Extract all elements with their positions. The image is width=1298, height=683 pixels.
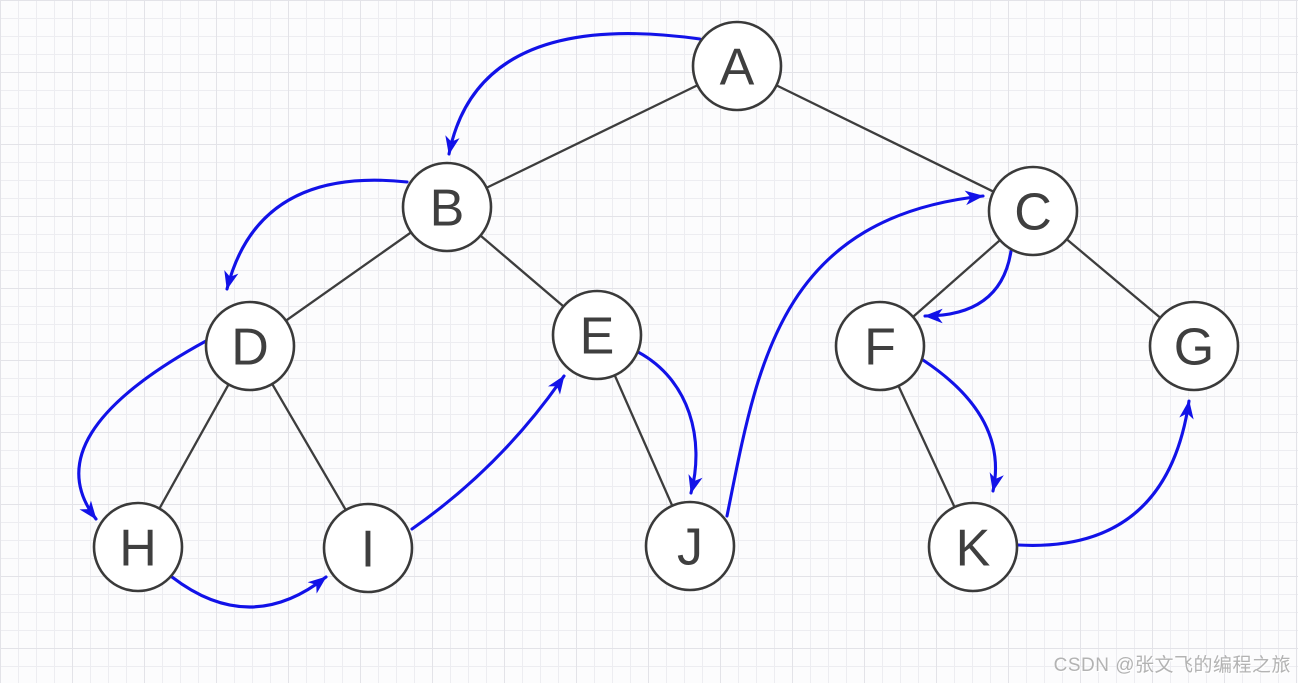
node-A-label: A bbox=[720, 39, 755, 97]
node-C-circle bbox=[987, 165, 1079, 257]
watermark: CSDN @张文飞的编程之旅 bbox=[1053, 655, 1291, 676]
node-G: G bbox=[1148, 300, 1240, 392]
edge-A-C bbox=[736, 64, 1034, 213]
node-B: B bbox=[401, 161, 493, 253]
edge-A-B bbox=[446, 64, 738, 209]
node-J-label: J bbox=[677, 519, 703, 577]
node-C: C bbox=[987, 165, 1079, 257]
traversal-arrow-B-D bbox=[224, 178, 409, 291]
node-C-label: C bbox=[1014, 184, 1052, 242]
tree-nodes: A B C D E F G H bbox=[92, 20, 1240, 594]
node-I-circle bbox=[322, 502, 414, 594]
node-F-circle bbox=[834, 300, 926, 392]
node-E: E bbox=[551, 289, 643, 381]
node-I: I bbox=[322, 502, 414, 594]
node-B-label: B bbox=[430, 180, 465, 238]
traversal-arrow-C-F bbox=[923, 249, 1013, 324]
traversal-arrow-J-C bbox=[725, 190, 985, 518]
node-H: H bbox=[92, 501, 184, 593]
node-A: A bbox=[691, 20, 783, 112]
node-E-circle bbox=[551, 289, 643, 381]
node-H-label: H bbox=[119, 520, 157, 578]
node-K: K bbox=[927, 501, 1019, 593]
node-F-label: F bbox=[864, 319, 896, 377]
node-G-label: G bbox=[1174, 319, 1214, 377]
traversal-arrow-K-G bbox=[1016, 399, 1194, 547]
node-H-circle bbox=[92, 501, 184, 593]
node-J-circle bbox=[644, 500, 736, 592]
node-G-circle bbox=[1148, 300, 1240, 392]
traversal-arrow-E-J bbox=[636, 350, 703, 495]
tree-edges bbox=[136, 64, 1195, 549]
node-I-label: I bbox=[361, 521, 375, 579]
node-D: D bbox=[204, 300, 296, 392]
traversal-arrow-F-K bbox=[921, 358, 1004, 493]
node-D-circle bbox=[204, 300, 296, 392]
traversal-arrow-D-H bbox=[77, 339, 208, 521]
node-J: J bbox=[644, 500, 736, 592]
node-K-label: K bbox=[956, 520, 991, 578]
node-B-circle bbox=[401, 161, 493, 253]
node-E-label: E bbox=[580, 308, 615, 366]
traversal-arrow-I-E bbox=[410, 374, 566, 531]
node-K-circle bbox=[927, 501, 1019, 593]
traversal-arrow-H-I bbox=[170, 575, 328, 609]
node-F: F bbox=[834, 300, 926, 392]
node-A-circle bbox=[691, 20, 783, 112]
node-D-label: D bbox=[231, 319, 269, 377]
traversal-arrow-A-B bbox=[445, 32, 702, 156]
traversal-arrows bbox=[77, 32, 1194, 609]
